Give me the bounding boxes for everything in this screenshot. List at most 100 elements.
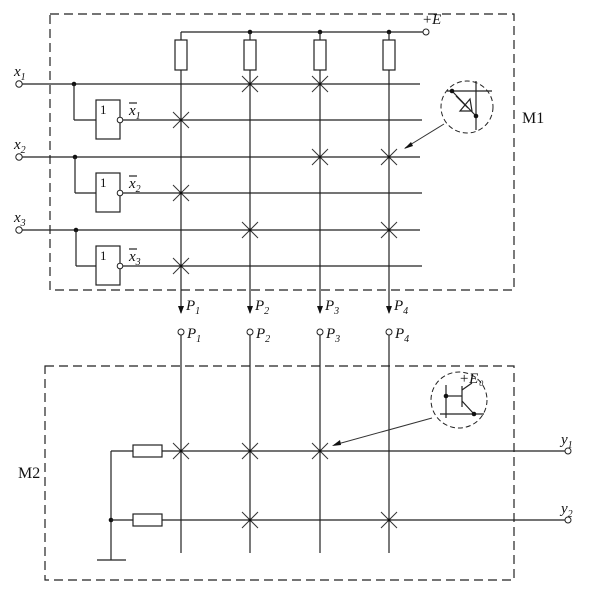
diode-connection-dot	[179, 264, 183, 268]
output-label-y1-text: y	[559, 432, 568, 448]
pulldown-resistor	[132, 513, 163, 527]
output-label-y1: y1	[559, 432, 573, 451]
inverted-label-x3-sub: 3	[135, 257, 141, 268]
not-gate-label: 1	[100, 248, 107, 263]
output-terminal-y1[interactable]	[564, 447, 572, 455]
inverted-label-x1: x1	[128, 103, 141, 122]
output-arrow	[386, 306, 392, 314]
product-input-label-2: P2	[255, 326, 270, 345]
pulldown-resistor	[132, 444, 163, 458]
output-arrow	[317, 306, 323, 314]
product-input-label-1: P1	[186, 326, 201, 345]
product-output-label-2: P2	[254, 298, 269, 317]
input-label-x1-text: x	[13, 64, 21, 80]
transistor-connection-dot	[179, 449, 183, 453]
transistor-connection-dot	[248, 449, 252, 453]
transistor-supply-sub: 0	[479, 379, 483, 388]
transistor-supply-text: +E	[459, 371, 478, 387]
diode-connection-dot	[318, 155, 322, 159]
supply-terminal[interactable]	[422, 28, 430, 36]
product-input-label-4-text: P	[394, 326, 404, 342]
input-label-x1-sub: 1	[21, 72, 26, 83]
product-input-label-1-sub: 1	[196, 334, 201, 345]
output-terminal-y2[interactable]	[564, 516, 572, 524]
inverted-label-x2-text: x	[128, 176, 136, 192]
product-input-label-2-text: P	[255, 326, 265, 342]
product-output-label-2-sub: 2	[264, 306, 269, 317]
product-input-label-3-text: P	[325, 326, 335, 342]
supply-label: +E	[422, 12, 441, 28]
output-label-y2-text: y	[559, 501, 568, 517]
diode-connection-dot	[387, 155, 391, 159]
product-output-label-1: P1	[185, 298, 200, 317]
diode-connection-dot	[248, 228, 252, 232]
product-input-terminal-2[interactable]	[246, 328, 254, 336]
product-output-label-4-text: P	[393, 298, 403, 314]
m2-boundary	[44, 365, 515, 581]
m1-label: M1	[522, 110, 544, 127]
product-output-label-3-sub: 3	[333, 306, 339, 317]
pullup-resistor	[313, 39, 327, 71]
product-input-terminal-4[interactable]	[385, 328, 393, 336]
input-label-x2-sub: 2	[21, 145, 26, 156]
product-input-terminal-1[interactable]	[177, 328, 185, 336]
diode-inset	[404, 80, 494, 149]
inverted-label-x3-text: x	[128, 249, 136, 265]
transistor-inset: +E0	[332, 371, 488, 446]
diode-connection-dot	[179, 191, 183, 195]
product-output-label-3-text: P	[324, 298, 334, 314]
product-input-label-2-sub: 2	[265, 334, 270, 345]
diode-connection-dot	[248, 82, 252, 86]
input-label-x3-sub: 3	[20, 218, 26, 229]
output-arrow	[178, 306, 184, 314]
input-terminal-x3[interactable]	[15, 226, 23, 234]
not-gate-label: 1	[100, 102, 107, 117]
inverted-label-x1-sub: 1	[136, 111, 141, 122]
output-label-y2: y2	[559, 501, 573, 520]
m2-label: M2	[18, 465, 40, 482]
product-output-label-3: P3	[324, 298, 339, 317]
output-arrow	[247, 306, 253, 314]
transistor-supply-label: +E0	[459, 371, 483, 388]
product-input-terminal-3[interactable]	[316, 328, 324, 336]
diode-connection-dot	[179, 118, 183, 122]
input-terminal-x1[interactable]	[15, 80, 23, 88]
input-label-x3: x3	[13, 210, 26, 229]
product-output-label-4-sub: 4	[403, 306, 408, 317]
product-input-label-1-text: P	[186, 326, 196, 342]
input-terminal-x2[interactable]	[15, 153, 23, 161]
inverted-label-x2: x2	[128, 176, 141, 195]
output-label-y2-sub: 2	[568, 509, 573, 520]
product-output-label-1-text: P	[185, 298, 195, 314]
inverted-label-x1-text: x	[128, 103, 136, 119]
input-label-x2: x2	[13, 137, 26, 156]
diode-connection-dot	[318, 82, 322, 86]
output-label-y1-sub: 1	[568, 440, 573, 451]
product-input-label-4: P4	[394, 326, 409, 345]
product-output-label-2-text: P	[254, 298, 264, 314]
diode-connection-dot	[387, 228, 391, 232]
product-input-label-3-sub: 3	[334, 334, 340, 345]
pullup-resistor	[243, 39, 257, 71]
inversion-bubble	[116, 116, 124, 124]
product-input-label-4-sub: 4	[404, 334, 409, 345]
m1-boundary	[49, 13, 515, 291]
product-output-label-1-sub: 1	[195, 306, 200, 317]
not-gate-label: 1	[100, 175, 107, 190]
inversion-bubble	[116, 262, 124, 270]
transistor-connection-dot	[248, 518, 252, 522]
input-label-x2-text: x	[13, 137, 21, 153]
pullup-resistor	[382, 39, 396, 71]
product-input-label-3: P3	[325, 326, 340, 345]
inverted-label-x3: x3	[128, 249, 141, 268]
transistor-connection-dot	[318, 449, 322, 453]
input-label-x1: x1	[13, 64, 26, 83]
inversion-bubble	[116, 189, 124, 197]
inverted-label-x2-sub: 2	[136, 184, 141, 195]
pullup-resistor	[174, 39, 188, 71]
product-output-label-4: P4	[393, 298, 408, 317]
